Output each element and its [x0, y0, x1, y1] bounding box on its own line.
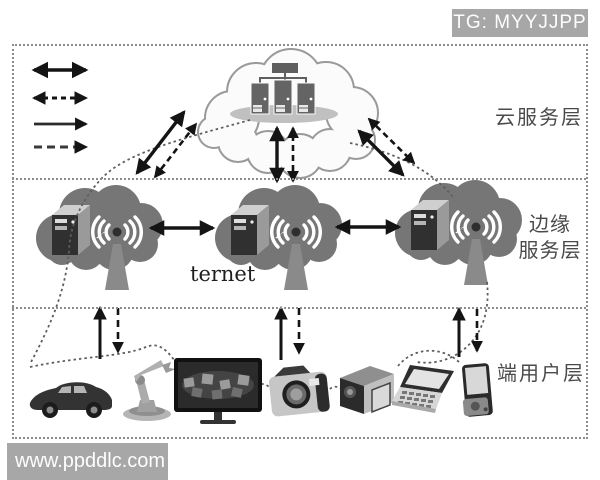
layer-label-edge-line2: 服务层: [518, 238, 582, 262]
watermark-telegram: TG: MYYJJPP: [452, 9, 588, 37]
legend: [31, 61, 89, 154]
camcorder-icon: [340, 366, 394, 414]
layer-label-end-user: 端用户层: [497, 361, 585, 385]
layer-label-cloud-service: 云服务层: [495, 105, 583, 129]
cloud-edge-arrows: [135, 110, 416, 184]
edge-edge-arrows: [148, 219, 402, 236]
smart-tv-icon: [174, 358, 262, 424]
layer-label-edge-line1: 边缘: [529, 212, 571, 236]
layer-label-edge-service: 边缘 服务层: [510, 211, 590, 263]
internet-label: ternet: [190, 262, 256, 286]
watermark-website: www.ppddlc.com: [7, 443, 168, 480]
divider-edge-user: [12, 307, 586, 309]
cloud-servers-icon: [250, 63, 316, 115]
edge-device-arrows: [93, 305, 483, 360]
robot-arm-icon: [123, 360, 176, 421]
camera-icon: [268, 365, 330, 417]
smartphone-icon: [462, 363, 493, 417]
divider-cloud-edge: [12, 178, 586, 180]
laptop-icon: [392, 365, 454, 413]
car-icon: [29, 382, 112, 418]
diagram-border: [12, 44, 588, 439]
device-row: [29, 358, 493, 424]
